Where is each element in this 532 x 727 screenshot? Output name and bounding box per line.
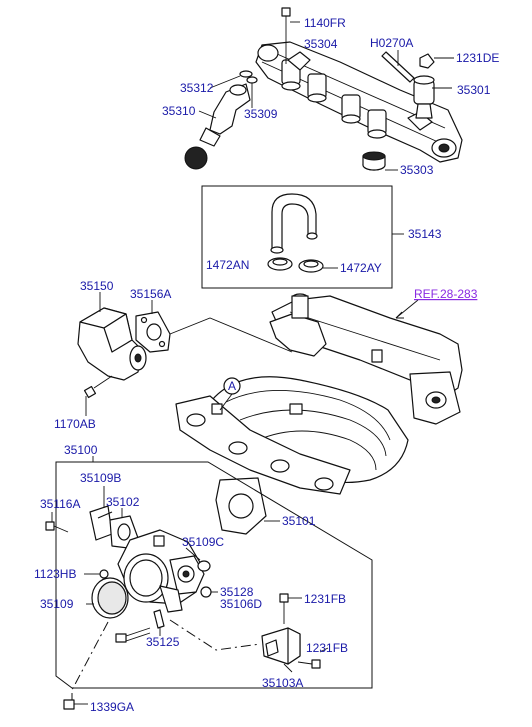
intake-manifold [175,293,463,495]
label-1231FB-lower: 1231FB [306,641,348,655]
o-ring-35309 [246,76,258,108]
label-1472AY: 1472AY [340,261,382,275]
label-35100: 35100 [64,443,98,457]
bracket-35103A [261,627,301,673]
throttle-body-main [117,529,205,613]
gasket-35101 [215,477,280,535]
label-1170AB: 1170AB [54,417,96,431]
throttle-body-box [55,456,373,689]
label-35103A: 35103A [262,676,303,690]
label-35304: 35304 [304,37,338,51]
label-1339GA: 1339GA [90,700,134,714]
label-1472AN: 1472AN [206,258,249,272]
label-35109C: 35109C [182,535,224,549]
clamp-1472AN [267,257,293,271]
label-35128: 35128 [220,585,254,599]
hose-kit-box [201,185,404,289]
label-callout-A: A [228,379,236,393]
label-1140FR: 1140FR [304,16,346,30]
sensor-35128 [200,586,218,598]
gasket-35156A [135,300,171,353]
label-35101: 35101 [282,514,316,528]
label-1231DE: 1231DE [456,51,499,65]
label-1231FB-upper: 1231FB [304,592,346,606]
label-35309: 35309 [244,107,278,121]
label-35303: 35303 [400,163,434,177]
label-35156A: 35156A [130,287,171,301]
ref-leader [395,299,419,319]
cover-35109 [86,577,129,619]
label-35109: 35109 [40,597,74,611]
bolt-1231FB-lower [297,647,329,669]
bracket-35109B [89,486,113,541]
clamp-1472AY [298,259,338,273]
bolt-1170AB [83,375,113,416]
screw-1123HB [84,569,109,579]
label-35116A: 35116A [40,497,80,511]
label-35109B: 35109B [80,471,121,485]
label-1123HB: 1123HB [34,567,76,581]
label-35106D: 35106D [220,597,262,611]
injector-35310 [198,83,251,147]
bolt-1231FB-upper [279,593,302,624]
pressure-regulator-35301 [413,75,452,119]
screw-35125 [153,609,165,636]
label-35102: 35102 [106,495,140,509]
cap-35109C [185,547,211,572]
bolt-1339GA [63,699,88,710]
reference-link-28-283[interactable]: REF.28-283 [414,287,478,301]
o-ring-35312 [209,70,253,89]
callout-A-circle [219,377,241,411]
label-35301: 35301 [457,83,491,97]
alignment-dash-line [71,619,261,702]
idle-actuator-35150 [77,292,147,381]
hose-H0270A [381,50,415,83]
clip-1231DE [419,53,454,69]
cap-35303 [362,151,398,171]
bolt-long [115,627,151,643]
screw-35116A [45,512,69,533]
label-35312: 35312 [180,81,214,95]
label-35150: 35150 [80,279,114,293]
fuel-rail-35304 [255,41,463,163]
label-35125: 35125 [146,635,180,649]
label-H0270A: H0270A [370,36,413,50]
label-35310: 35310 [162,104,196,118]
label-35143: 35143 [408,227,442,241]
seal-ball [184,146,208,170]
bolt-1140FR [281,7,300,64]
